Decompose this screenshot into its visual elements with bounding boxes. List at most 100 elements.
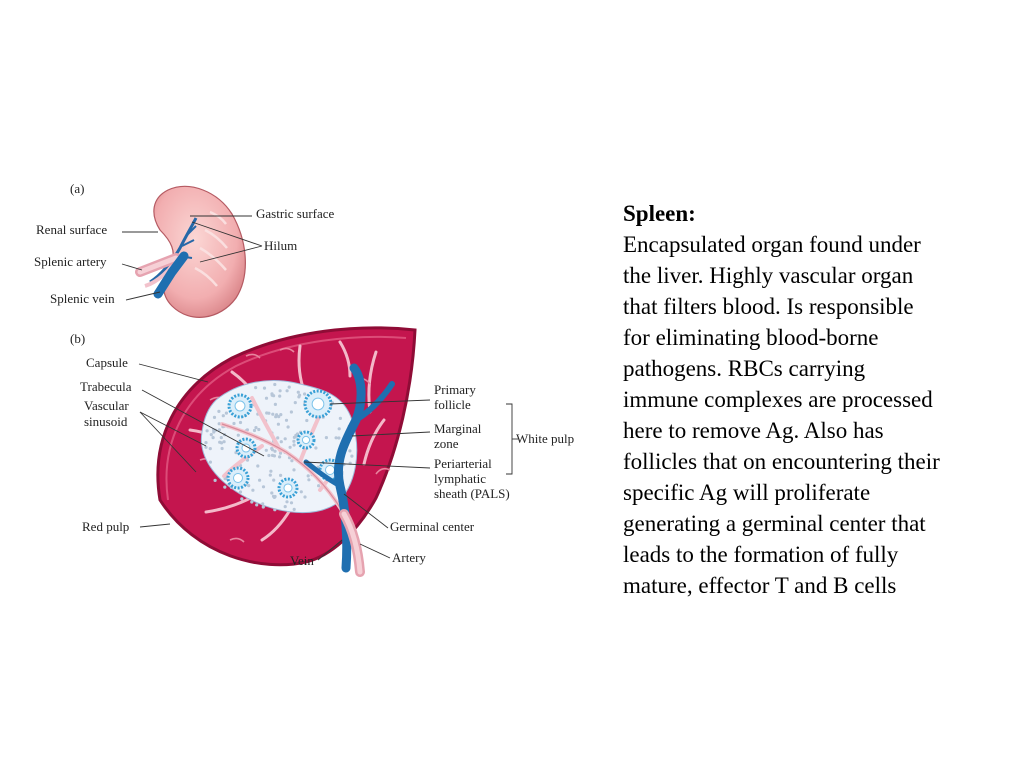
lymphocyte-dot	[292, 468, 296, 472]
lymphocyte-dot	[285, 500, 289, 504]
lymphoid-follicle	[235, 437, 257, 459]
lymphocyte-dot	[334, 436, 338, 440]
label-trabecula: Trabecula	[80, 379, 132, 394]
surface-streaks	[194, 210, 228, 287]
lymphocyte-dot	[217, 428, 221, 432]
lymphoid-follicle	[296, 430, 316, 450]
lymphocyte-dot	[211, 436, 215, 440]
lymphocyte-dot	[250, 500, 254, 504]
lymphocyte-dot	[240, 497, 244, 501]
lymphocyte-dot	[279, 473, 283, 477]
label-vascular-2: sinusoid	[84, 414, 128, 429]
text-line: pathogens. RBCs carrying	[623, 356, 866, 381]
lymphocyte-dot	[271, 412, 275, 416]
label-white-pulp: White pulp	[516, 431, 574, 446]
lymphocyte-dot	[279, 440, 283, 444]
lymphocyte-dot	[283, 505, 287, 509]
label-germinal-center: Germinal center	[390, 519, 475, 534]
lymphoid-follicle	[227, 393, 253, 419]
label-splenic-vein: Splenic vein	[50, 291, 115, 306]
lymphocyte-dot	[232, 421, 236, 426]
lymphocyte-dot	[306, 474, 310, 478]
lymphocyte-dot	[238, 420, 243, 425]
lymphocyte-dot	[305, 418, 309, 423]
text-line: mature, effector T and B cells	[623, 573, 897, 598]
lymphocyte-dot	[257, 427, 261, 432]
lymphocyte-dot	[289, 501, 294, 505]
lymphocyte-dot	[261, 485, 266, 489]
lymphocyte-dot	[303, 495, 307, 499]
lymphocyte-dot	[317, 484, 321, 488]
label-pals-3: sheath (PALS)	[434, 486, 510, 501]
lymphocyte-dot	[290, 459, 294, 463]
arteriole-outline	[221, 423, 345, 515]
label-marginal-2: zone	[434, 436, 459, 451]
lymphocyte-dot	[273, 382, 277, 387]
lymphocyte-dot	[245, 428, 249, 432]
lymphocyte-dot	[278, 389, 282, 393]
label-primary-2: follicle	[434, 397, 471, 412]
lymphocyte-dot	[258, 478, 262, 482]
text-line: the liver. Highly vascular organ	[623, 263, 914, 288]
panel-b: (b)	[70, 326, 574, 577]
lymphocyte-dot	[205, 429, 209, 433]
lymphocyte-dot	[264, 396, 269, 400]
lymphocyte-dot	[350, 454, 354, 458]
lymphocyte-dot	[261, 505, 265, 509]
label-artery: Artery	[392, 550, 426, 565]
lymphocyte-dot	[285, 389, 289, 393]
text-line: generating a germinal center that	[623, 511, 926, 536]
lymphocyte-dot	[286, 425, 290, 429]
lymphocyte-dot	[278, 451, 283, 455]
lymphocyte-dot	[279, 413, 283, 417]
splenic-vein	[153, 251, 189, 299]
lymphocyte-dot	[348, 449, 352, 453]
lymphocyte-dot	[264, 448, 268, 452]
spleen-title: Spleen:	[623, 201, 696, 226]
spleen-outline	[153, 185, 246, 318]
lymphocyte-dot	[287, 385, 291, 389]
lymphoid-follicle	[303, 389, 333, 419]
lymphocyte-dot	[224, 411, 228, 415]
lymphocyte-dot	[220, 446, 224, 451]
label-vascular-1: Vascular	[84, 398, 129, 413]
lymphocyte-dot	[270, 393, 274, 397]
lymphocyte-dot	[204, 445, 208, 449]
lymphocyte-dot	[209, 433, 213, 437]
lymphocyte-dot	[212, 430, 216, 434]
lymphocyte-dot	[267, 411, 271, 415]
lymphocyte-dot	[261, 502, 265, 506]
text-line: that filters blood. Is responsible	[623, 294, 914, 319]
label-pals-2: lymphatic	[434, 471, 486, 486]
label-capsule: Capsule	[86, 355, 128, 370]
lymphocyte-dot	[289, 410, 293, 414]
lymphocyte-dot	[303, 392, 307, 396]
lymphocyte-dot	[276, 422, 280, 426]
lymphocyte-dot	[324, 436, 328, 440]
lymphocyte-dot	[223, 485, 227, 489]
lymphocyte-dot	[256, 464, 260, 468]
lymphocyte-dot	[292, 507, 296, 511]
text-line: Encapsulated organ found under	[623, 232, 921, 257]
lymphocyte-dot	[238, 490, 243, 494]
lymphocyte-dot	[268, 473, 272, 477]
description-text-block: Spleen: Encapsulated organ found under t…	[623, 198, 1003, 601]
lymphocyte-dot	[284, 418, 289, 422]
lymphocyte-dot	[251, 488, 255, 492]
lymphocyte-dot	[296, 390, 300, 394]
lymphocyte-dot	[293, 401, 297, 405]
label-splenic-artery: Splenic artery	[34, 254, 107, 269]
lymphocyte-dot	[267, 453, 271, 458]
lymphocyte-dot	[212, 415, 217, 419]
lymphocyte-dot	[255, 503, 259, 507]
text-line: leads to the formation of fully	[623, 542, 899, 567]
panel-a-tag: (a)	[70, 181, 84, 196]
label-primary-1: Primary	[434, 382, 476, 397]
lymphocyte-dot	[278, 455, 282, 459]
label-vein: Vein	[290, 553, 314, 568]
label-hilum: Hilum	[264, 238, 297, 253]
lymphocyte-dot	[297, 395, 301, 399]
lymphocyte-dot	[273, 402, 277, 406]
lymphocyte-dot	[270, 491, 274, 495]
label-marginal-1: Marginal	[434, 421, 482, 436]
